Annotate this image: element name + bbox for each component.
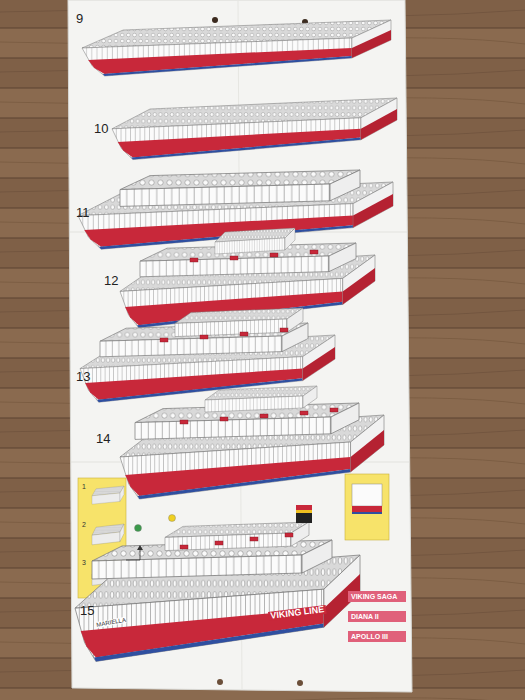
- step-number: 13: [76, 370, 90, 383]
- hull-lettering: VIKING LINE: [268, 605, 327, 621]
- step-number: 9: [76, 12, 83, 25]
- sticker-text: DIANA II: [351, 613, 403, 620]
- name-sticker: VIKING SAGA: [348, 591, 406, 602]
- sticker-text: VIKING SAGA: [351, 593, 403, 600]
- sticker-text: APOLLO III: [351, 633, 403, 640]
- name-sticker: APOLLO III: [348, 631, 406, 642]
- substep-number: 2: [82, 521, 86, 528]
- step-number: 14: [96, 432, 110, 445]
- step-number: 10: [94, 122, 108, 135]
- substep-number: 1: [82, 483, 86, 490]
- ship-name: MARIELLA: [96, 617, 126, 628]
- substep-number: 3: [82, 559, 86, 566]
- step-number: 15: [80, 604, 94, 617]
- step-number: 12: [104, 274, 118, 287]
- step-number: 11: [76, 206, 90, 219]
- name-sticker: DIANA II: [348, 611, 406, 622]
